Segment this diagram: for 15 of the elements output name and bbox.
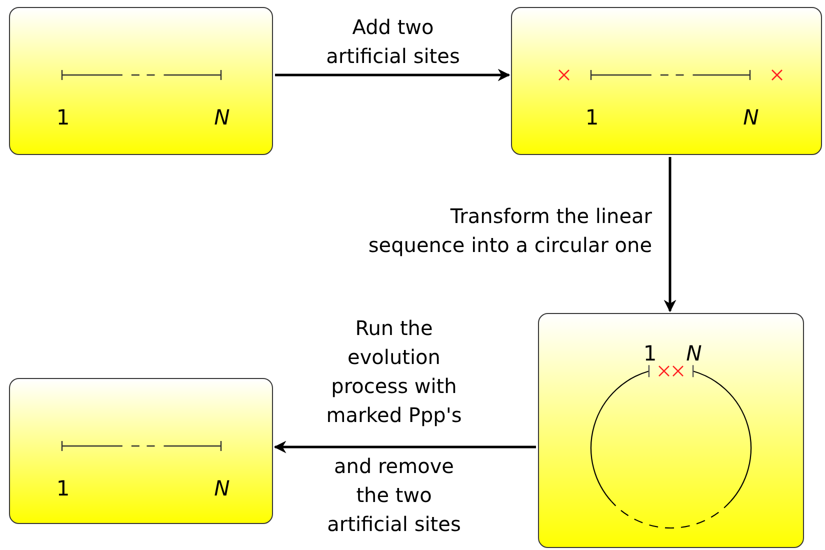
arrow (664, 157, 676, 312)
arrow (275, 68, 510, 82)
rounded-box (538, 313, 804, 548)
start-index-label: 1 (56, 108, 70, 128)
rounded-box (9, 7, 273, 155)
end-index-label: N (686, 344, 702, 364)
start-index-label: 1 (643, 344, 657, 364)
end-index-label: N (214, 108, 230, 128)
end-index-label: N (743, 108, 759, 128)
start-index-label: 1 (56, 478, 70, 500)
arrow (274, 440, 536, 454)
rounded-box (511, 7, 822, 155)
rounded-box (9, 378, 273, 524)
end-index-label: N (214, 478, 230, 500)
start-index-label: 1 (585, 108, 599, 128)
